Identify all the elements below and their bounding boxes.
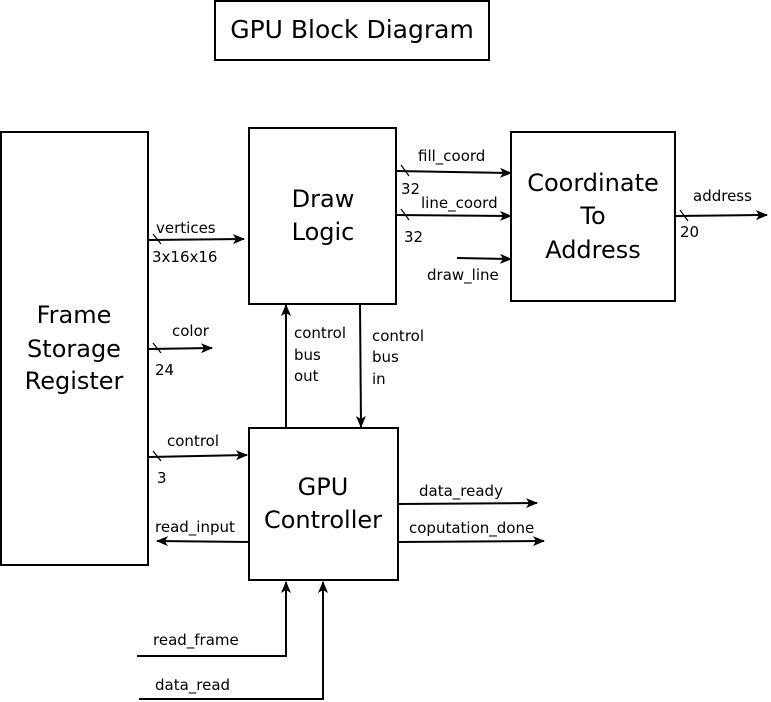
- frame-storage-label-line1: Frame: [37, 301, 112, 329]
- control-bus-out-label-line1: control: [294, 324, 346, 342]
- read-input-signal: read_input: [155, 518, 250, 547]
- vertices-label: vertices: [156, 219, 216, 237]
- coordinate-to-address-box: [510, 131, 676, 302]
- data-ready-signal: data_ready: [397, 482, 538, 509]
- line-coord-width-label: 32: [404, 228, 423, 246]
- data-read-signal: data_read: [139, 581, 328, 700]
- address-label: address: [693, 187, 752, 205]
- fill-coord-width-label: 32: [401, 180, 420, 198]
- computation-done-signal: coputation_done: [397, 519, 545, 547]
- draw-logic-label-line1: Draw: [292, 185, 355, 213]
- fill-coord-label: fill_coord: [418, 147, 485, 166]
- fill-coord-bus-tick: [400, 164, 410, 177]
- control-bus-out-label-line2: bus: [294, 346, 321, 364]
- read-input-label: read_input: [155, 518, 235, 537]
- coordinate-to-address-block: Coordinate To Address: [510, 131, 676, 302]
- coord-to-addr-label-line3: Address: [545, 236, 641, 264]
- address-signal: address 20: [674, 187, 768, 241]
- control-bus-in-label-line3: in: [372, 370, 386, 388]
- color-arrow: [148, 343, 213, 354]
- computation-done-label: coputation_done: [409, 519, 534, 538]
- control-signal: control 3: [148, 432, 248, 487]
- gpu-controller-box: [248, 427, 399, 581]
- diagram-title: GPU Block Diagram: [214, 0, 490, 61]
- draw-line-signal: draw_line: [427, 253, 512, 285]
- color-signal: color 24: [148, 322, 213, 379]
- gpu-controller-label-line2: Controller: [264, 506, 382, 534]
- vertices-arrow: [148, 234, 245, 245]
- title-frame: [214, 0, 490, 61]
- control-bus-tick: [152, 450, 162, 462]
- draw-line-arrow: [456, 253, 512, 264]
- gpu-controller-block: GPU Controller: [248, 427, 399, 581]
- color-label: color: [172, 322, 210, 340]
- data-read-arrow: [139, 581, 328, 700]
- draw-line-label: draw_line: [427, 266, 499, 285]
- draw-logic-box: [248, 127, 397, 305]
- read-frame-arrow: [137, 581, 291, 657]
- data-ready-label: data_ready: [419, 482, 503, 501]
- title-text: GPU Block Diagram: [230, 15, 474, 44]
- data-read-label: data_read: [155, 676, 230, 695]
- read-input-arrow: [156, 536, 250, 547]
- vertices-width-label: 3x16x16: [152, 248, 217, 266]
- control-width-label: 3: [157, 469, 167, 487]
- address-arrow: [674, 210, 768, 221]
- control-bus-in-label-line1: control: [372, 327, 424, 345]
- fill-coord-signal: fill_coord 32: [395, 147, 512, 198]
- control-bus-in-label-line2: bus: [372, 348, 399, 366]
- address-bus-tick: [679, 209, 689, 222]
- frame-storage-label-line3: Register: [25, 367, 124, 395]
- vertices-bus-tick: [152, 233, 162, 245]
- line-coord-signal: line_coord 32: [395, 194, 512, 246]
- coord-to-addr-label-line1: Coordinate: [527, 169, 659, 197]
- line-coord-arrow: [395, 210, 512, 221]
- control-bus-in-arrow: [355, 303, 366, 428]
- line-coord-label: line_coord: [421, 194, 498, 213]
- frame-storage-register-block: Frame Storage Register: [0, 131, 149, 566]
- color-bus-tick: [152, 342, 162, 354]
- computation-done-arrow: [397, 536, 545, 547]
- coord-to-addr-label-line2: To: [579, 202, 605, 230]
- draw-logic-block: Draw Logic: [248, 127, 397, 305]
- read-frame-label: read_frame: [153, 631, 239, 650]
- fill-coord-arrow: [395, 167, 512, 178]
- control-bus-out-signal: control bus out: [281, 304, 346, 428]
- read-frame-signal: read_frame: [137, 581, 291, 657]
- color-width-label: 24: [155, 361, 174, 379]
- data-ready-arrow: [397, 498, 538, 509]
- control-arrow: [148, 450, 248, 461]
- gpu-controller-label-line1: GPU: [298, 473, 349, 501]
- vertices-signal: vertices 3x16x16: [148, 219, 245, 266]
- address-width-label: 20: [680, 223, 699, 241]
- frame-storage-register-box: [0, 131, 149, 566]
- control-label: control: [167, 432, 219, 450]
- line-coord-bus-tick: [400, 208, 410, 221]
- control-bus-out-label-line3: out: [294, 367, 319, 385]
- frame-storage-label-line2: Storage: [27, 335, 121, 363]
- draw-logic-label-line2: Logic: [292, 218, 355, 246]
- control-bus-in-signal: control bus in: [355, 303, 424, 428]
